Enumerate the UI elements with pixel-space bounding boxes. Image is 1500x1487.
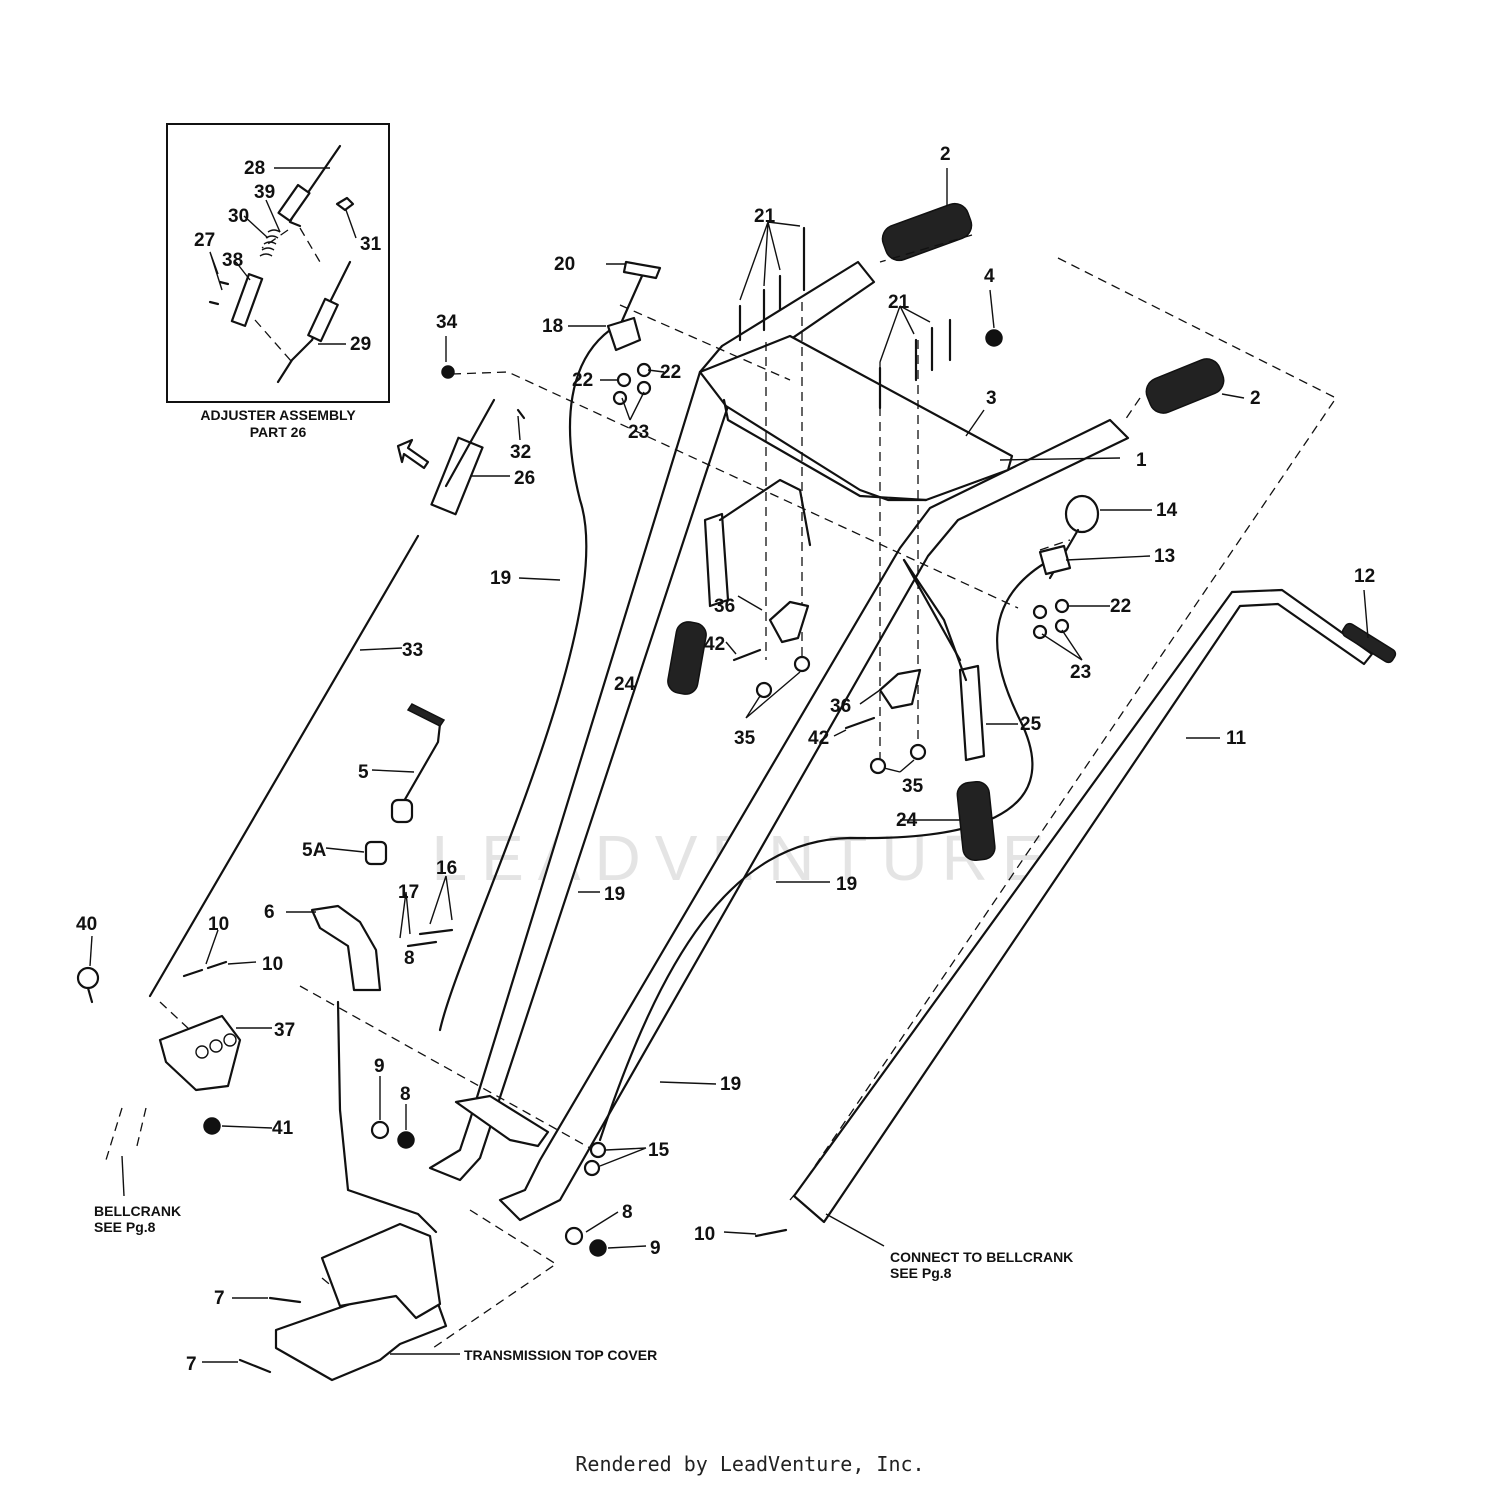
callout-10-upper: 10 <box>208 914 229 935</box>
callout-35-right: 35 <box>902 776 924 797</box>
leader-lines <box>89 167 1369 1363</box>
callout-40: 40 <box>76 914 97 935</box>
callout-26: 26 <box>514 468 535 489</box>
callout-11: 11 <box>1226 728 1247 749</box>
control-cables <box>438 328 1052 1142</box>
callout-31: 31 <box>360 234 382 255</box>
callout-8-right: 8 <box>622 1202 633 1223</box>
callout-19-lower: 19 <box>720 1074 741 1095</box>
diagram-notes: BELLCRANK SEE Pg.8 CONNECT TO BELLCRANK … <box>94 1203 1073 1363</box>
callout-19-middle: 19 <box>604 884 625 905</box>
callout-2-right-grip: 2 <box>1250 388 1261 409</box>
callout-42-left: 42 <box>704 634 725 655</box>
adjuster-assembly-part: PART 26 <box>250 424 307 440</box>
callout-15: 15 <box>648 1140 670 1161</box>
connect-bellcrank-note-ref: SEE Pg.8 <box>890 1265 952 1281</box>
callout-27: 27 <box>194 230 215 251</box>
callout-34: 34 <box>436 312 458 333</box>
callout-24-left: 24 <box>614 674 636 695</box>
callout-16: 16 <box>436 858 457 879</box>
callout-22-middle: 22 <box>660 362 681 383</box>
callout-23-left: 23 <box>628 422 649 443</box>
hardware <box>76 226 1397 1374</box>
callout-29: 29 <box>350 334 371 355</box>
callout-5a: 5A <box>302 840 327 861</box>
callout-42-right: 42 <box>808 728 829 749</box>
transmission-cover-note: TRANSMISSION TOP COVER <box>464 1347 657 1363</box>
callout-10-lower: 10 <box>694 1224 715 1245</box>
callout-36-left: 36 <box>714 596 735 617</box>
callout-21-left: 21 <box>754 206 776 227</box>
callout-20: 20 <box>554 254 575 275</box>
assembly-guide-lines <box>159 234 1337 1351</box>
callout-32: 32 <box>510 442 531 463</box>
callout-7-upper: 7 <box>214 1288 225 1309</box>
callout-12: 12 <box>1354 566 1375 587</box>
callout-19-upper: 19 <box>490 568 511 589</box>
callout-4: 4 <box>984 266 995 287</box>
callout-1: 1 <box>1136 450 1147 471</box>
callout-17: 17 <box>398 882 419 903</box>
callout-9-right: 9 <box>650 1238 661 1259</box>
adjuster-assembly-inset: ADJUSTER ASSEMBLY PART 26 <box>166 123 390 440</box>
callout-39: 39 <box>254 182 275 203</box>
bellcrank-note-title: BELLCRANK <box>94 1203 181 1219</box>
callout-5: 5 <box>358 762 369 783</box>
inset-pointer-arrow <box>396 438 430 470</box>
callout-38: 38 <box>222 250 243 271</box>
callout-13: 13 <box>1154 546 1175 567</box>
callout-30: 30 <box>228 206 249 227</box>
transmission-top-cover <box>274 1000 448 1382</box>
right-handle-grip <box>1145 358 1225 414</box>
handle-frame <box>428 202 1225 1222</box>
callout-22-left: 22 <box>572 370 593 391</box>
callout-41: 41 <box>272 1118 294 1139</box>
callout-18: 18 <box>542 316 563 337</box>
connect-bellcrank-note-title: CONNECT TO BELLCRANK <box>890 1249 1073 1265</box>
callout-8-bracket: 8 <box>404 948 415 969</box>
clutch-levers <box>667 478 996 862</box>
adjuster-assembly-title: ADJUSTER ASSEMBLY <box>200 407 356 423</box>
callout-35-left: 35 <box>734 728 756 749</box>
footer-credit: Rendered by LeadVenture, Inc. <box>575 1452 925 1476</box>
callout-23-right: 23 <box>1070 662 1091 683</box>
left-handle-grip <box>881 202 973 262</box>
callout-33: 33 <box>402 640 423 661</box>
callout-2-left-grip: 2 <box>940 144 951 165</box>
callout-8-left: 8 <box>400 1084 411 1105</box>
callout-3: 3 <box>986 388 997 409</box>
callout-10-middle: 10 <box>262 954 283 975</box>
callout-9-left: 9 <box>374 1056 385 1077</box>
callout-22-right: 22 <box>1110 596 1131 617</box>
callouts: 1 2 2 3 4 5 5A 6 7 7 8 8 8 9 9 10 10 10 … <box>76 144 1375 1375</box>
callout-28: 28 <box>244 158 265 179</box>
bellcrank-note-ref: SEE Pg.8 <box>94 1219 156 1235</box>
callout-19-right: 19 <box>836 874 857 895</box>
callout-37: 37 <box>274 1020 295 1041</box>
callout-24-right: 24 <box>896 810 918 831</box>
callout-6: 6 <box>264 902 275 923</box>
callout-21-right: 21 <box>888 292 910 313</box>
callout-14: 14 <box>1156 500 1178 521</box>
callout-36-right: 36 <box>830 696 851 717</box>
callout-7-lower: 7 <box>186 1354 197 1375</box>
callout-25: 25 <box>1020 714 1042 735</box>
